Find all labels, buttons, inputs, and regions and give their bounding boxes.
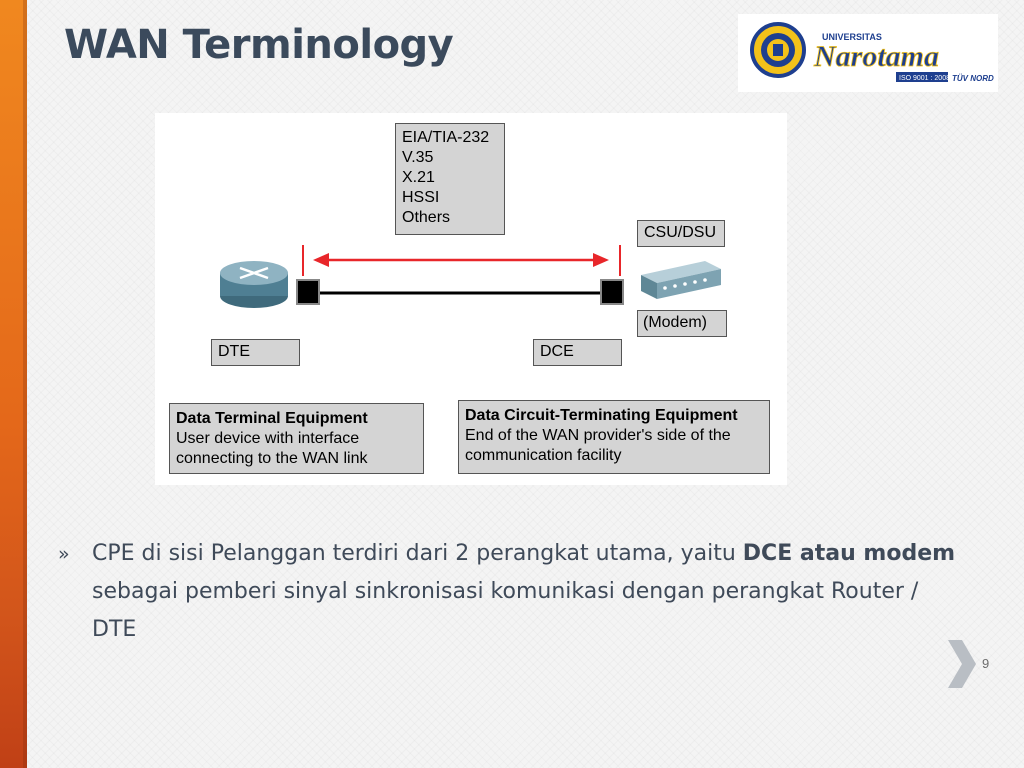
dce-connector — [600, 279, 624, 305]
modem-icon — [641, 261, 721, 299]
standard-item: Others — [402, 209, 451, 226]
dce-description-title: Data Circuit-Terminating Equipment — [465, 407, 738, 424]
logo-text-top: UNIVERSITAS — [822, 32, 882, 42]
logo-text-main: Narotama — [813, 40, 939, 73]
dce-description-box: Data Circuit-Terminating Equipment End o… — [458, 400, 770, 474]
csu-dsu-label: CSU/DSU — [637, 220, 725, 247]
dce-description-line: End of the WAN provider's side of the — [465, 427, 731, 444]
wan-diagram: EIA/TIA-232 V.35 X.21 HSSI Others CSU/DS… — [155, 113, 787, 485]
slide-title: WAN Terminology — [64, 22, 454, 68]
bullet-text: CPE di sisi Pelanggan terdiri dari 2 per… — [92, 535, 958, 649]
dte-label: DTE — [211, 339, 300, 366]
router-icon — [220, 261, 288, 308]
bullet-text-part: sebagai pemberi sinyal sinkronisasi komu… — [92, 579, 919, 642]
standard-item: V.35 — [402, 149, 434, 166]
dce-description-line: communication facility — [465, 447, 622, 464]
logo-cert-text: ISO 9001 : 2008 — [899, 75, 950, 82]
bullet-text-part: CPE di sisi Pelanggan terdiri dari 2 per… — [92, 541, 743, 566]
standard-item: EIA/TIA-232 — [402, 129, 490, 146]
dce-label: DCE — [533, 339, 622, 366]
bullet-text-bold: DCE atau modem — [742, 541, 956, 566]
page-number: 9 — [982, 656, 990, 671]
logo-cert-body: TÜV NORD — [952, 74, 994, 83]
logo-seal-icon — [750, 22, 806, 78]
chevron-right-icon[interactable] — [944, 638, 978, 690]
modem-label: (Modem) — [637, 310, 727, 337]
standard-item: X.21 — [402, 169, 435, 186]
dte-description-box: Data Terminal Equipment User device with… — [169, 403, 424, 474]
diagram-graphics — [220, 245, 721, 308]
standard-item: HSSI — [402, 189, 440, 206]
dte-description-title: Data Terminal Equipment — [176, 410, 368, 427]
dte-connector — [296, 279, 320, 305]
orange-side-bar — [0, 0, 27, 768]
bullet-point: » CPE di sisi Pelanggan terdiri dari 2 p… — [58, 535, 958, 649]
bullet-marker: » — [58, 543, 70, 565]
dte-description-line: connecting to the WAN link — [176, 450, 368, 467]
interface-standards-box: EIA/TIA-232 V.35 X.21 HSSI Others — [395, 123, 505, 235]
interface-span-arrow — [313, 253, 609, 267]
dte-description-line: User device with interface — [176, 430, 360, 447]
university-logo: UNIVERSITAS Narotama ISO 9001 : 2008 TÜV… — [738, 14, 998, 92]
